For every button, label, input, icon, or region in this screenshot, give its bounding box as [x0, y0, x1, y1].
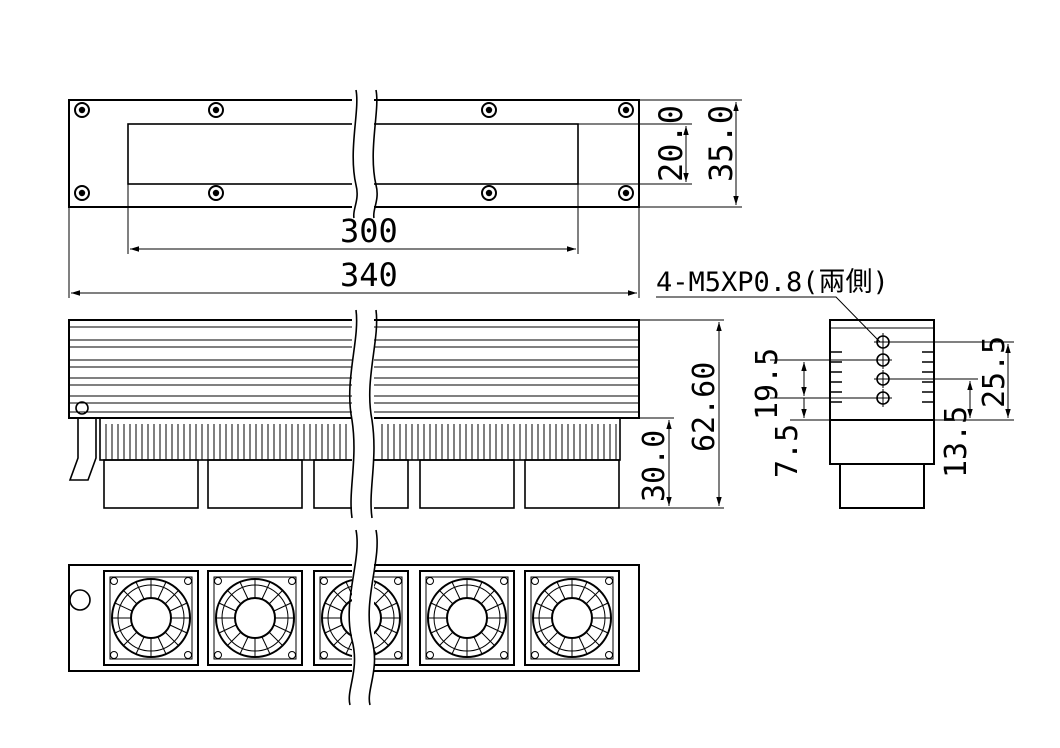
side-bracket [68, 418, 97, 481]
dim-pitch-left: 19.5 [750, 348, 785, 420]
knob-icon [69, 589, 91, 611]
front-view: 62.60 30.0 [68, 309, 724, 519]
dim-inner-height: 20.0 [652, 105, 690, 182]
break-line [348, 309, 358, 519]
break-line [352, 89, 358, 219]
tapped-hole-icon [874, 333, 892, 407]
thread-note: 4-M5XP0.8(兩側) [656, 267, 889, 298]
dim-inner-length: 300 [340, 212, 398, 250]
dim-outer-length: 340 [340, 256, 398, 294]
side-view: 4-M5XP0.8(兩側) 19.5 7.5 25.5 13.5 [656, 267, 1014, 509]
dim-bottom-right: 13.5 [939, 406, 974, 478]
break-line [368, 529, 378, 706]
side-profile [829, 319, 935, 421]
dim-bottom-left: 7.5 [770, 424, 805, 478]
break-line [348, 529, 358, 706]
break-line [372, 89, 378, 219]
break-line [368, 309, 378, 519]
top-view: 20.0 35.0 300 340 [68, 89, 742, 298]
dim-total-height: 62.60 [687, 362, 722, 452]
fan-base [839, 463, 925, 509]
knob-icon [75, 401, 89, 415]
fan-block [829, 419, 935, 465]
bottom-view [68, 529, 640, 706]
dim-outer-height: 35.0 [702, 105, 740, 182]
dim-fan-height: 30.0 [637, 430, 672, 502]
dim-pitch-right: 25.5 [977, 336, 1012, 408]
